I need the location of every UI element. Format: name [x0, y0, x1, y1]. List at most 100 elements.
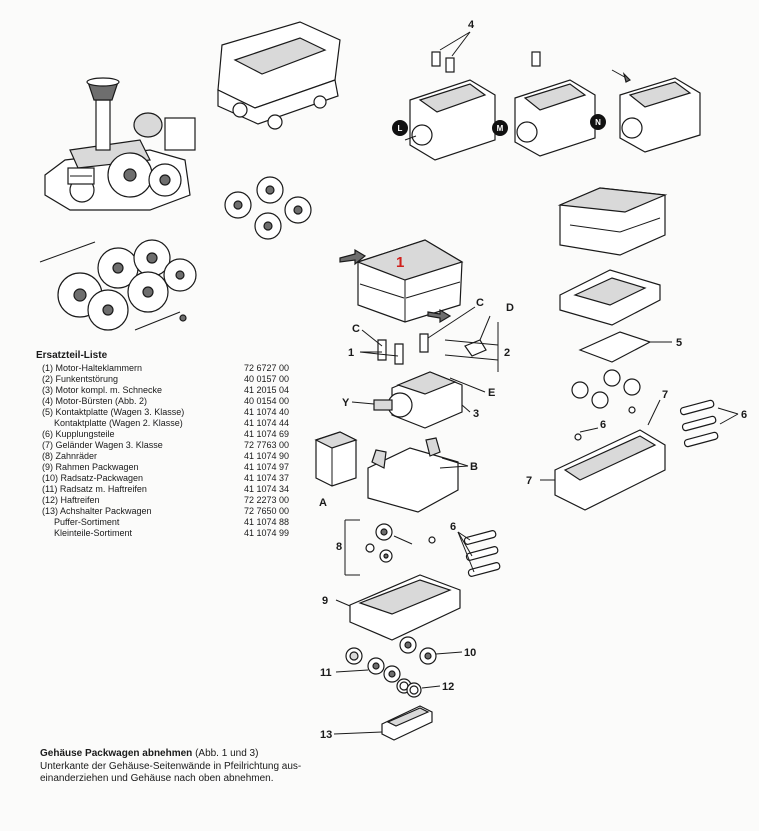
part-name: (7) Geländer Wagen 3. Klasse — [42, 440, 163, 450]
coach-coupling-parts — [574, 399, 739, 448]
parts-list-item: (5) Kontaktplatte (Wagen 3. Klasse) 41 10… — [36, 407, 298, 418]
part-number: 72 7650 00 — [244, 506, 290, 516]
part-name: (3) Motor kompl. m. Schnecke — [42, 385, 163, 395]
callout-10: 10 — [464, 647, 476, 659]
parts-list-item: (13) Achshalter Packwagen 72 7650 00 — [36, 506, 298, 517]
part-number: 41 1074 37 — [244, 473, 290, 483]
part-number: 41 2015 04 — [244, 385, 290, 395]
part-name: (9) Rahmen Packwagen — [42, 462, 139, 472]
part-number: 41 1074 99 — [244, 528, 290, 538]
callout-8: 8 — [336, 541, 342, 553]
removal-instructions: Gehäuse Packwagen abnehmen (Abb. 1 und 3… — [40, 748, 340, 785]
callout-3: 3 — [473, 408, 479, 420]
part-number: 72 6727 00 — [244, 363, 290, 373]
wheelset-with-tyres — [335, 647, 401, 683]
part-name: (1) Motor-Halteklammern — [42, 363, 143, 373]
part-number: 40 0154 00 — [244, 396, 290, 406]
callout-6c: 6 — [741, 409, 747, 421]
part-number: 41 1074 40 — [244, 407, 290, 417]
locomotive-wheelsets — [39, 239, 197, 331]
parts-list: Ersatzteil-Liste (1) Motor-Halteklammern… — [36, 350, 298, 539]
locomotive-illustration — [44, 77, 196, 211]
part-number: 41 1074 34 — [244, 484, 290, 494]
instructions-line-2: einanderziehen und Gehäuse nach oben abn… — [40, 773, 274, 784]
coach-floor-illustration — [559, 269, 661, 326]
part-name: Kontaktplatte (Wagen 2. Klasse) — [54, 418, 183, 428]
part-name: Kleinteile-Sortiment — [54, 528, 133, 538]
callout-6b: 6 — [600, 419, 606, 431]
callout-13: 13 — [320, 729, 332, 741]
parts-list-item: (8) Zahnräder 41 1074 90 — [36, 451, 298, 462]
instructions-line-1: Unterkante der Gehäuse-Seitenwände in Pf… — [40, 761, 302, 772]
motor-clips-and-suppressor — [359, 306, 499, 372]
motor-variant-n: N — [590, 69, 701, 153]
callout-12: 12 — [442, 681, 454, 693]
callout-4: 4 — [468, 19, 475, 31]
callout-a: A — [319, 497, 327, 509]
parts-list-item: (7) Geländer Wagen 3. Klasse 72 7763 00 — [36, 440, 298, 451]
instructions-heading: Gehäuse Packwagen abnehmen (Abb. 1 und 3… — [40, 748, 340, 760]
motor-label-l: L — [398, 124, 403, 133]
callout-y: Y — [342, 397, 350, 409]
part-number: 41 1074 44 — [244, 418, 290, 428]
part-number: 72 7763 00 — [244, 440, 290, 450]
part-name: (5) Kontaktplatte (Wagen 3. Klasse) — [42, 407, 185, 417]
parts-list-item: (9) Rahmen Packwagen 41 1074 97 — [36, 462, 298, 473]
part-number: 41 1074 90 — [244, 451, 290, 461]
callout-2: 2 — [504, 347, 510, 359]
coach-chassis-illustration — [540, 399, 666, 511]
motor-label-m: M — [497, 124, 504, 133]
tender-wheelsets — [224, 176, 312, 240]
motor-complete — [351, 371, 486, 429]
axle-holder — [333, 705, 433, 741]
parts-list-title: Ersatzteil-Liste — [36, 350, 108, 361]
callout-1: 1 — [348, 347, 354, 359]
callout-11: 11 — [320, 667, 332, 679]
motor-variant-l: L — [392, 51, 496, 161]
part-name: (11) Radsatz m. Haftreifen — [42, 484, 147, 494]
parts-list-item: (3) Motor kompl. m. Schnecke 41 2015 04 — [36, 385, 298, 396]
callout-7a: 7 — [526, 475, 532, 487]
part-number: 41 1074 88 — [244, 517, 290, 527]
instructions-heading-bold: Gehäuse Packwagen abnehmen — [40, 748, 193, 759]
callout-c1: C — [352, 323, 360, 335]
callout-d: D — [506, 302, 514, 314]
traction-tyres — [396, 678, 441, 698]
coach-body-illustration — [557, 187, 668, 256]
motor-label-n: N — [595, 118, 601, 127]
parts-list-item: (4) Motor-Bürsten (Abb. 2) 40 0154 00 — [36, 396, 298, 407]
callout-b: B — [470, 461, 478, 473]
gear-set — [344, 519, 413, 576]
part-name: (8) Zahnräder — [42, 451, 98, 461]
callout-9: 9 — [322, 595, 328, 607]
van-wheelset — [399, 636, 463, 665]
part-number: 41 1074 69 — [244, 429, 290, 439]
callout-5: 5 — [676, 337, 682, 349]
part-name: (13) Achshalter Packwagen — [42, 506, 152, 516]
callout-7b: 7 — [662, 389, 668, 401]
part-name: (12) Haftreifen — [42, 495, 100, 505]
parts-list-item: (1) Motor-Halteklammern 72 6727 00 — [36, 363, 298, 374]
parts-list-item: (11) Radsatz m. Haftreifen 41 1074 34 — [36, 484, 298, 495]
callout-e: E — [488, 387, 495, 399]
parts-list-item: (6) Kupplungsteile 41 1074 69 — [36, 429, 298, 440]
part-name: (6) Kupplungsteile — [42, 429, 115, 439]
parts-list-item: Kleinteile-Sortiment 41 1074 99 — [36, 528, 298, 539]
parts-list-item: Kontaktplatte (Wagen 2. Klasse) 41 1074 4… — [36, 418, 298, 429]
motor-mount-frame — [367, 437, 469, 513]
van-coupling-parts — [428, 530, 501, 577]
part-name: (4) Motor-Bürsten (Abb. 2) — [42, 396, 148, 406]
coach-wheelsets — [571, 369, 641, 409]
part-number: 41 1074 97 — [244, 462, 290, 472]
van-frame — [335, 574, 461, 641]
housing-number-red: 1 — [396, 254, 404, 271]
motor-variant-m: M — [492, 51, 596, 157]
part-name: (2) Funkentstörung — [42, 374, 119, 384]
callout-c2: C — [476, 297, 484, 309]
baggage-van-housing — [339, 239, 464, 324]
